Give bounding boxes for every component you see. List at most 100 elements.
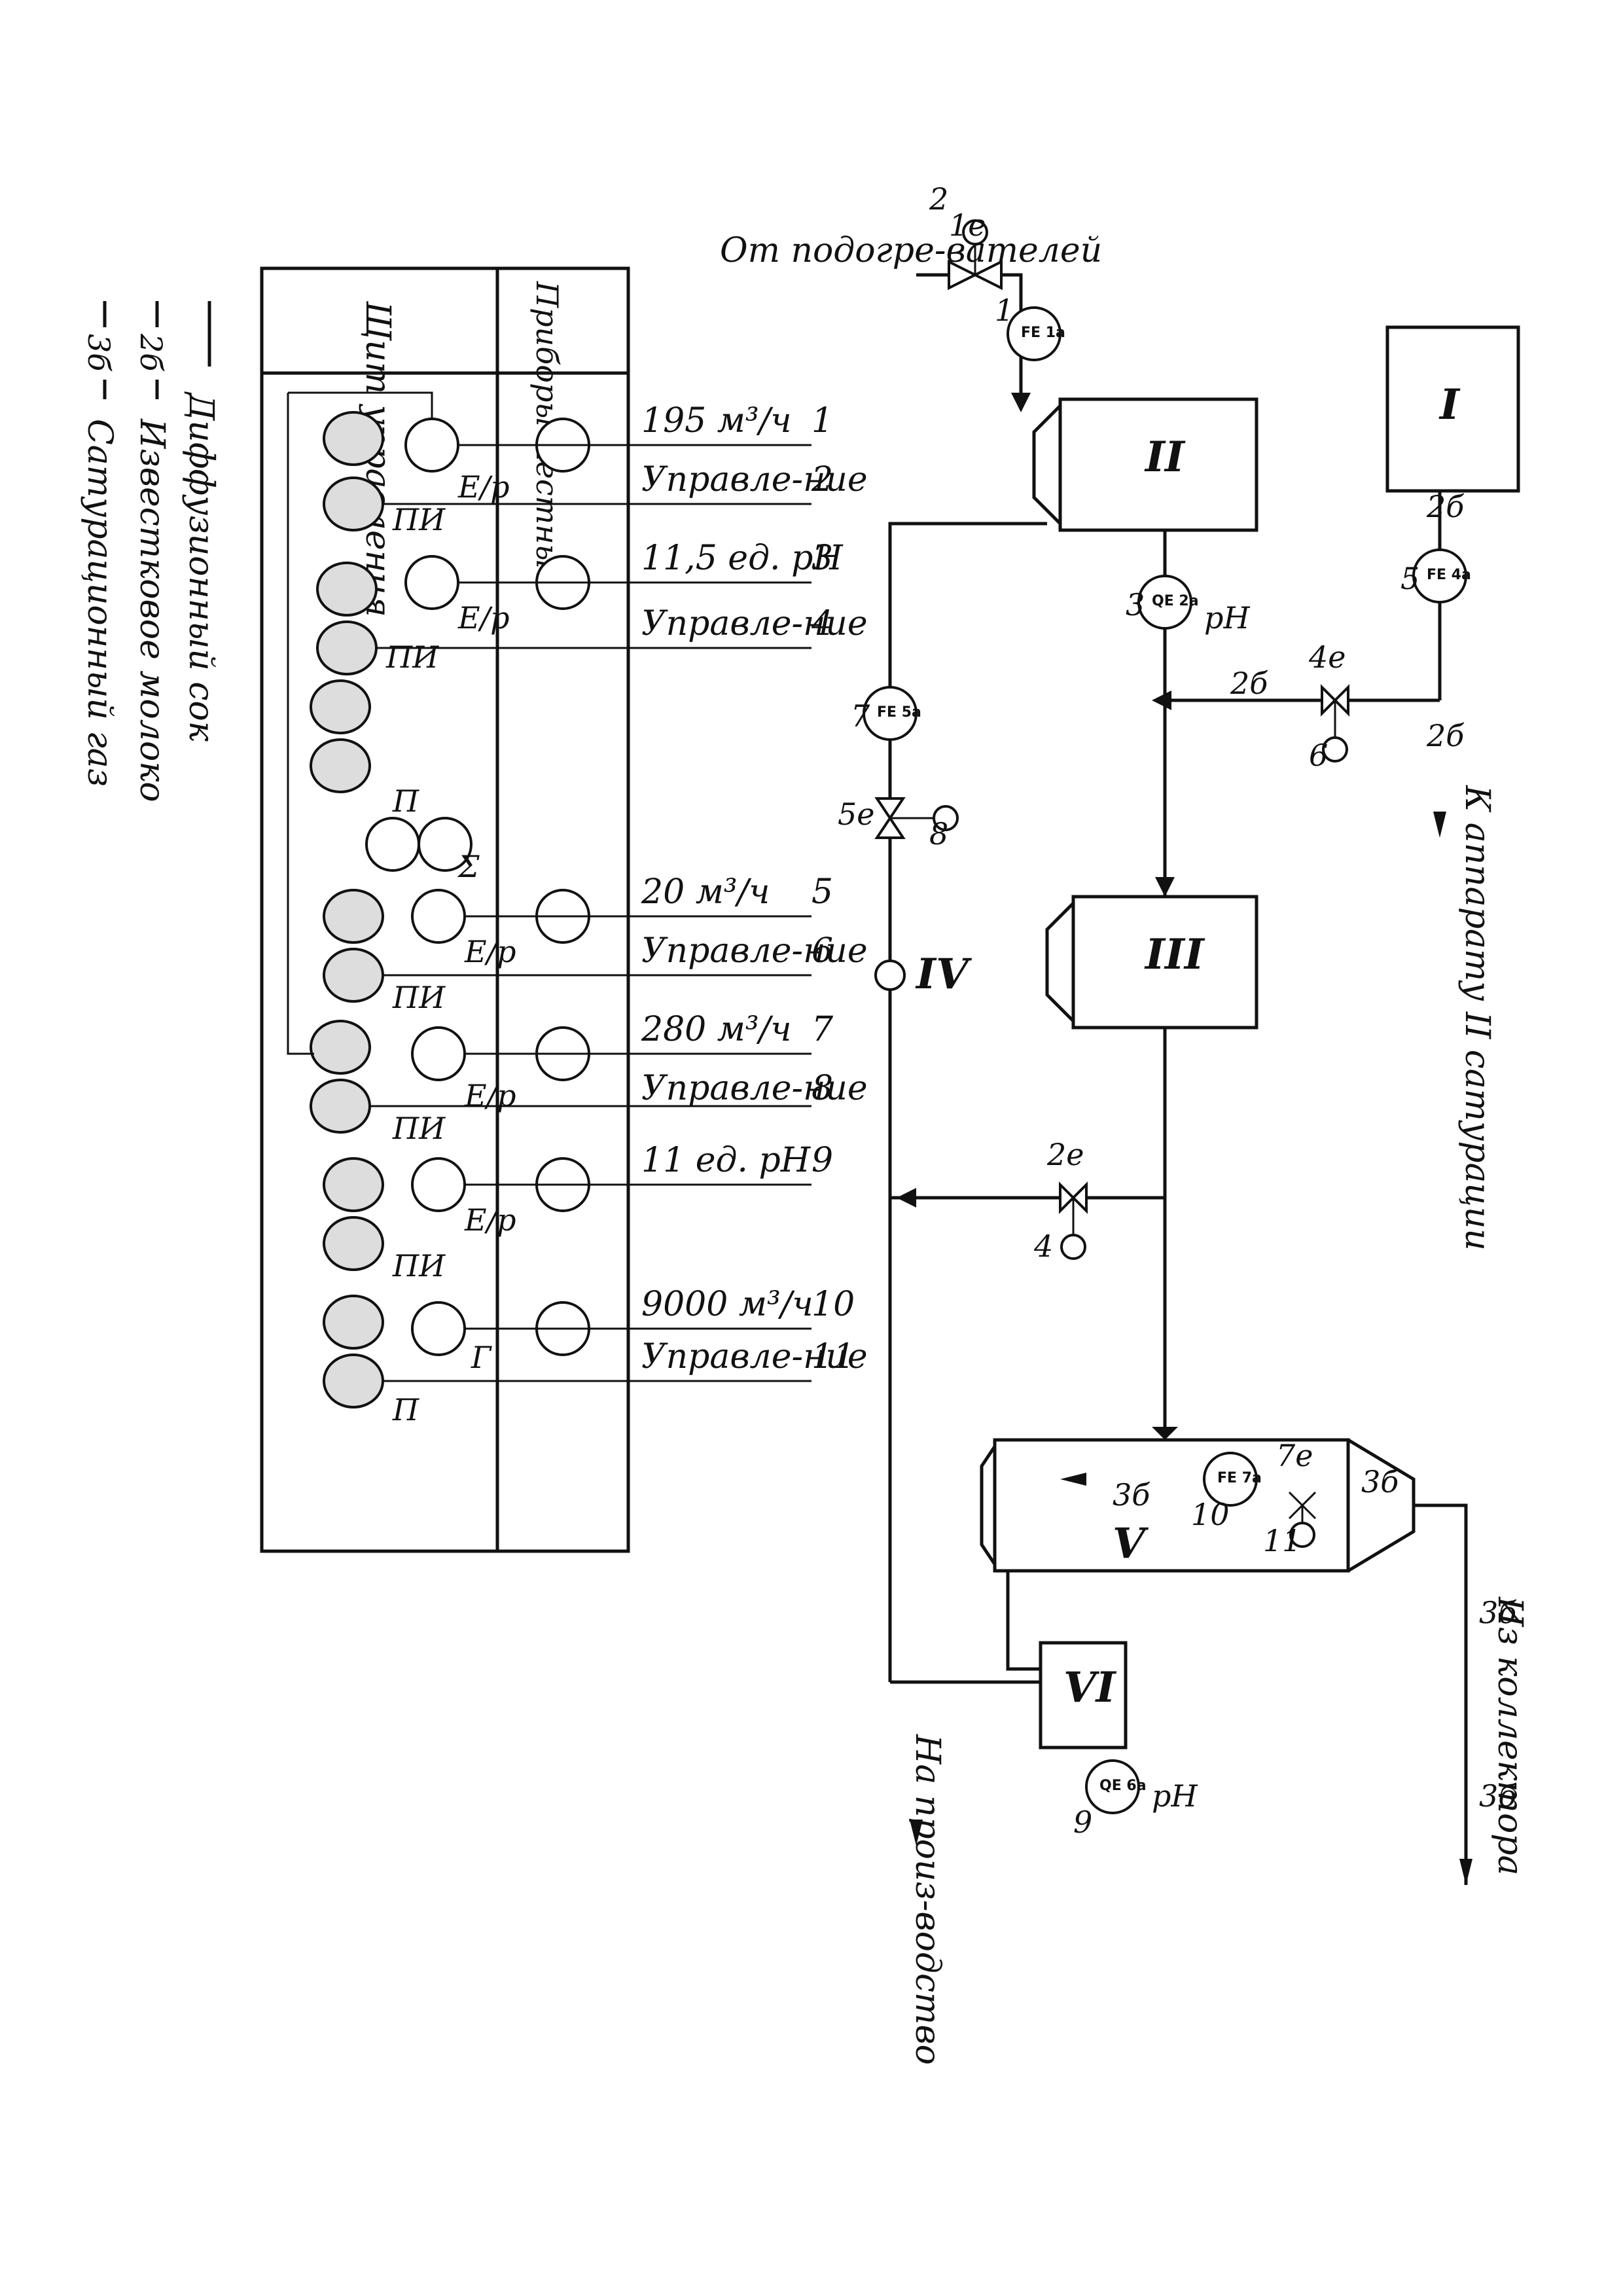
instrument-QE6a [1085,1759,1140,1814]
arrow [1433,812,1446,838]
equipment-III: III [1144,930,1205,979]
channel-number: 11 [812,1337,855,1376]
panel-tag: ПИ [385,639,439,675]
valve-4e: 4е [1308,639,1349,762]
svg-text:FE 7а: FE 7а [1217,1470,1262,1486]
svg-text:FE 4а: FE 4а [1427,567,1471,583]
panel-tags: E/p ПИ E/p ПИ П Σ E/p ПИ E/p ПИ E/p ПИ Г… [385,469,516,1427]
position-number: 2 [929,181,948,217]
valve-7e: 7е [1276,1438,1317,1548]
svg-text:7е: 7е [1276,1438,1313,1473]
valve-2e: 2е [1046,1137,1088,1260]
panel-tag: E/p [464,934,516,969]
panel-instrument [323,476,384,531]
field-instruments: FE 1а QE 2а FE 4а FE 5а FE 7а QE 6а [863,306,1471,1814]
equipment-V: V [1113,1519,1149,1568]
panel-instrument [323,1216,384,1271]
panel-instrument [418,817,473,872]
position-number: 11 [1263,1523,1302,1558]
panel-instrument [323,1295,384,1350]
signal-lines [287,391,812,1382]
panel-instrument [310,738,371,793]
panel-instrument [323,1354,384,1408]
channel-number: 4 [811,604,833,643]
valve-1e: 1е [948,207,1003,291]
position-number: 1 [995,293,1014,328]
arrow [1155,877,1175,897]
position-number: 9 [1073,1804,1092,1840]
panel-instrument [316,620,378,675]
label-3b: 3б [1479,1595,1517,1630]
panel-tag: E/p [464,1202,516,1238]
label-from-collector: Из коллектора [1490,1596,1529,1876]
label-2b: 2б [1426,718,1465,753]
panel-tag: Г [471,1340,492,1375]
svg-text:FE 5а: FE 5а [877,704,921,721]
position-number: 4 [1033,1229,1053,1264]
panel-instrument [323,411,384,466]
arrow [897,1188,916,1208]
channel-label: Управле-ние [641,1337,868,1376]
panel-tag: ПИ [392,980,446,1015]
panel-instruments [310,411,590,1408]
valves: 1е 4е 5е 2е 7е [838,207,1349,1548]
label-2b: 2б [1426,489,1465,524]
legend-juice: Диффузионный сок [181,391,221,742]
panel-tag: П [392,1392,419,1427]
piping [888,273,1468,1885]
channel-number: 2 [811,460,833,499]
channel-label: 20 м³/ч [641,872,770,912]
label-from-heaters: От подогре-вателей [720,231,1102,270]
arrow [910,1820,923,1846]
channel-label: 11,5 ед. pH [641,539,844,578]
panel-instrument [310,679,371,734]
label-3b: 3б [1479,1778,1517,1814]
panel-tag: E/p [457,600,510,636]
svg-text:QE 6а: QE 6а [1099,1778,1147,1794]
legend-lime: Известковое молоко [132,418,171,802]
channel-number: 10 [812,1285,855,1324]
svg-text:5е: 5е [838,797,875,832]
panel-instrument [365,817,420,872]
panel-instrument [404,555,459,610]
svg-text:FE 1а: FE 1а [1021,325,1065,341]
position-number: 5 [1400,561,1419,596]
panel-tag: ПИ [392,1248,446,1283]
panel-instrument [316,562,378,617]
instrument-FE1a [1007,306,1061,361]
panel-tag: ПИ [392,1111,446,1146]
flow-labels: От подогре-вателей К аппарату II сатурац… [720,231,1529,2065]
panel-instrument [411,1301,466,1356]
legend: Диффузионный сок 2б Известковое молоко 3… [80,301,221,802]
legend-code-2b: 2б [134,333,169,372]
label-ph: pH [1204,600,1250,636]
arrow [1011,393,1031,412]
channel-label: Управле-ние [641,1069,868,1108]
panel-instrument [411,889,466,944]
position-number: 10 [1191,1497,1230,1532]
instrument-QE2a [1137,575,1192,630]
channel-labels: 195 м³/ч 1 Управле-ние 2 11,5 ед. pH 3 У… [641,401,868,1376]
equipment-VI: VI [1063,1663,1117,1712]
position-number: 6 [1309,738,1328,773]
arrow [1459,1859,1472,1885]
svg-text:1е: 1е [949,207,986,243]
control-panel: Щит управления Приборы местные [260,266,868,1553]
channel-number: 5 [812,872,833,912]
instrument-FE7a [1203,1452,1258,1507]
channel-number: 8 [812,1069,833,1108]
panel-instrument [411,1157,466,1212]
equipment-II: II [1144,433,1186,482]
panel-tag: П [392,783,419,819]
panel-tag: Σ [457,849,480,884]
channel-label: Управле-ние [641,460,868,499]
channel-label: Управле-ние [641,604,868,643]
panel-tag: E/p [457,469,510,505]
panel-tag: ПИ [392,502,446,537]
instrument-FE4a [1412,548,1467,603]
equipment-IV: IV [915,950,972,999]
panel-instrument [404,418,459,473]
panel-tag: E/p [464,1078,516,1113]
channel-label: 280 м³/ч [641,1010,792,1049]
valve-5e: 5е [838,797,959,839]
